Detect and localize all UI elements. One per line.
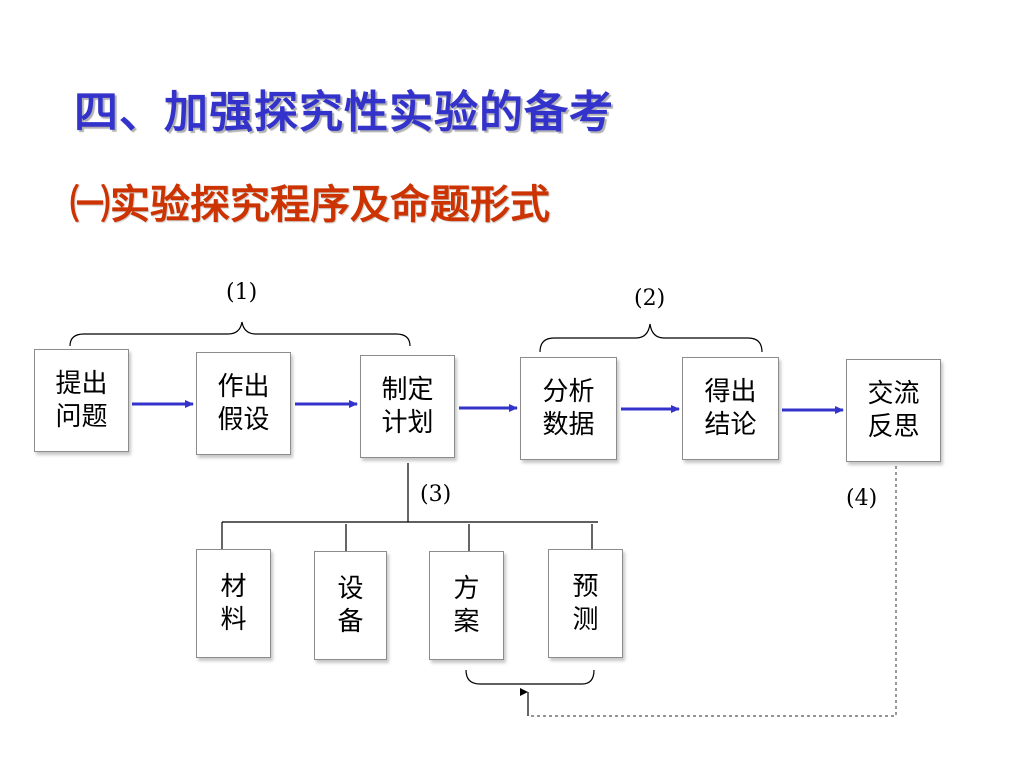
step-box-6: 交流 反思 [846, 359, 941, 462]
plan-box-3: 方 案 [429, 551, 504, 660]
label-1: (1) [226, 280, 258, 305]
step-text-5: 得出 结论 [704, 376, 757, 440]
brace-1 [69, 321, 411, 347]
step-text-1: 提出 问题 [55, 368, 108, 432]
step-text-6: 交流 反思 [867, 378, 920, 442]
step-box-4: 分析 数据 [520, 357, 617, 460]
step-text-3: 制定 计划 [381, 374, 434, 438]
plan-text-3: 方 案 [453, 573, 480, 637]
plan-box-1: 材 料 [196, 549, 271, 658]
plan-box-2: 设 备 [314, 551, 387, 660]
label-3: (3) [420, 482, 452, 507]
slide-subtitle: ㈠实验探究程序及命题形式 [70, 181, 550, 228]
step-text-2: 作出 假设 [217, 371, 270, 435]
plan-text-2: 设 备 [337, 573, 364, 637]
step-box-3: 制定 计划 [360, 355, 455, 458]
step-box-5: 得出 结论 [682, 357, 779, 460]
step-box-1: 提出 问题 [34, 349, 129, 452]
plan-text-4: 预 测 [572, 571, 599, 635]
label-4: (4) [846, 486, 878, 511]
brace-2 [539, 323, 763, 353]
plan-box-4: 预 测 [548, 549, 623, 658]
brace-bottom [465, 669, 595, 685]
label-2: (2) [634, 286, 666, 311]
step-box-2: 作出 假设 [196, 352, 291, 455]
step-text-4: 分析 数据 [542, 376, 595, 440]
slide-title: 四、加强探究性实验的备考 [74, 87, 614, 138]
plan-text-1: 材 料 [220, 571, 247, 635]
